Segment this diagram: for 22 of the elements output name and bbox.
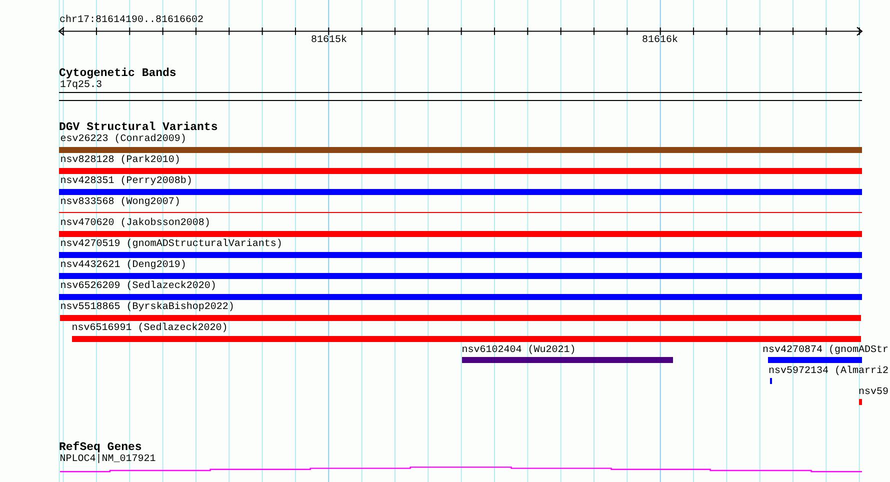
gene-label: NPLOC4|NM_017921 [60, 454, 156, 466]
track-title: Cytogenetic Bands [59, 67, 176, 80]
variant-label: nsv4270874 (gnomADStr [762, 344, 888, 357]
scale-tick-label: 81616k [642, 35, 678, 47]
track-title: RefSeq Genes [59, 440, 142, 454]
variant-label: nsv470620 (Jakobsson2008) [60, 218, 210, 230]
variant-label: nsv6516991 (Sedlazeck2020) [72, 323, 228, 335]
variant-label: nsv59 [858, 386, 888, 399]
variant-label: nsv6526209 (Sedlazeck2020) [60, 281, 216, 293]
coordinate-range-label: chr17:81614190..81616602 [60, 15, 204, 27]
variant-label: esv26223 (Conrad2009) [60, 134, 186, 146]
variant-label: nsv5518865 (ByrskaBishop2022) [60, 302, 234, 314]
scale-tick-label: 81615k [311, 35, 347, 47]
variant-label: nsv428351 (Perry2008b) [60, 176, 192, 188]
track-title: DGV Structural Variants [59, 120, 218, 134]
variant-label: nsv4432621 (Deng2019) [60, 260, 186, 272]
band-label: 17q25.3 [60, 80, 102, 92]
variant-label: nsv6102404 (Wu2021) [462, 344, 576, 357]
variant-label: nsv5972134 (Almarri2 [768, 366, 888, 378]
variant-label: nsv833568 (Wong2007) [60, 197, 180, 209]
variant-label: nsv4270519 (gnomADStructuralVariants) [60, 239, 282, 251]
variant-label: nsv828128 (Park2010) [60, 155, 180, 167]
